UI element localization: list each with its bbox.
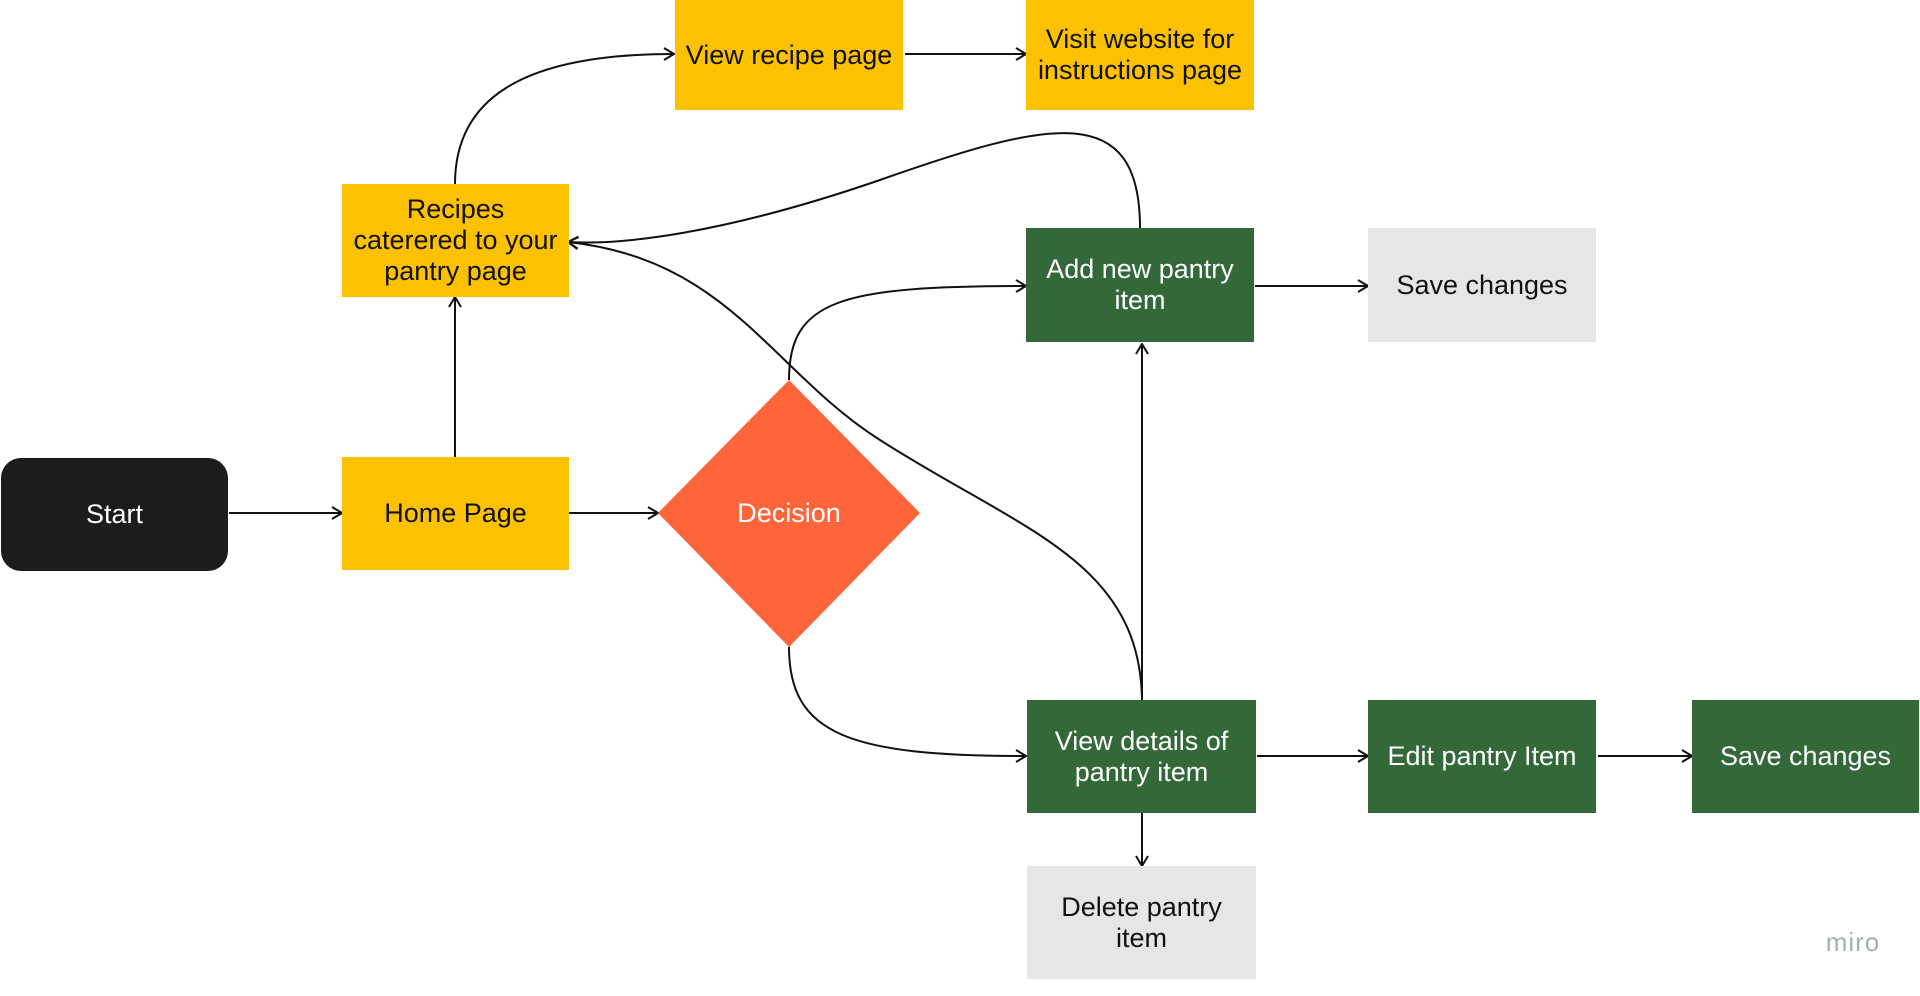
visit-website-label: Visit website for instructions page bbox=[1037, 24, 1243, 85]
save-changes-add-label: Save changes bbox=[1396, 269, 1568, 300]
edge-recipes-to-view-recipe bbox=[454, 54, 674, 185]
add-pantry-item-label: Add new pantry item bbox=[1046, 254, 1234, 315]
view-recipe-node[interactable]: View recipe page bbox=[675, 0, 903, 110]
view-details-label: View details of pantry item bbox=[1054, 725, 1229, 787]
miro-watermark-label: miro bbox=[1825, 926, 1881, 957]
edit-pantry-item-label: Edit pantry Item bbox=[1387, 741, 1577, 771]
visit-website-node[interactable]: Visit website for instructions page bbox=[1026, 0, 1254, 110]
recipes-page-label: Recipes caterered to your pantry page bbox=[353, 194, 558, 286]
view-recipe-label: View recipe page bbox=[685, 39, 893, 70]
decision-node[interactable]: Decision bbox=[658, 380, 920, 647]
recipes-page-node[interactable]: Recipes caterered to your pantry page bbox=[342, 184, 569, 297]
decision-label: Decision bbox=[737, 498, 841, 528]
edge-add-item-to-recipes bbox=[568, 132, 1141, 242]
delete-pantry-item-node[interactable]: Delete pantry item bbox=[1027, 866, 1256, 979]
view-details-node[interactable]: View details of pantry item bbox=[1027, 700, 1256, 813]
delete-pantry-item-label: Delete pantry item bbox=[1061, 891, 1222, 953]
add-pantry-item-node[interactable]: Add new pantry item bbox=[1026, 228, 1254, 342]
start-label: Start bbox=[85, 499, 144, 529]
edge-view-details-to-recipes bbox=[568, 242, 1143, 701]
start-node[interactable]: Start bbox=[1, 458, 228, 571]
edit-pantry-item-node[interactable]: Edit pantry Item bbox=[1368, 700, 1596, 813]
edge-decision-to-view-details bbox=[788, 646, 1026, 756]
save-changes-edit-label: Save changes bbox=[1719, 741, 1892, 771]
miro-logo: miro bbox=[1808, 924, 1898, 960]
edge-decision-to-add-item bbox=[788, 286, 1026, 381]
save-changes-add-node[interactable]: Save changes bbox=[1368, 228, 1596, 342]
home-page-node[interactable]: Home Page bbox=[342, 457, 569, 570]
home-page-label: Home Page bbox=[384, 498, 527, 528]
decision-diamond-shape bbox=[658, 380, 920, 647]
save-changes-edit-node[interactable]: Save changes bbox=[1692, 700, 1919, 813]
